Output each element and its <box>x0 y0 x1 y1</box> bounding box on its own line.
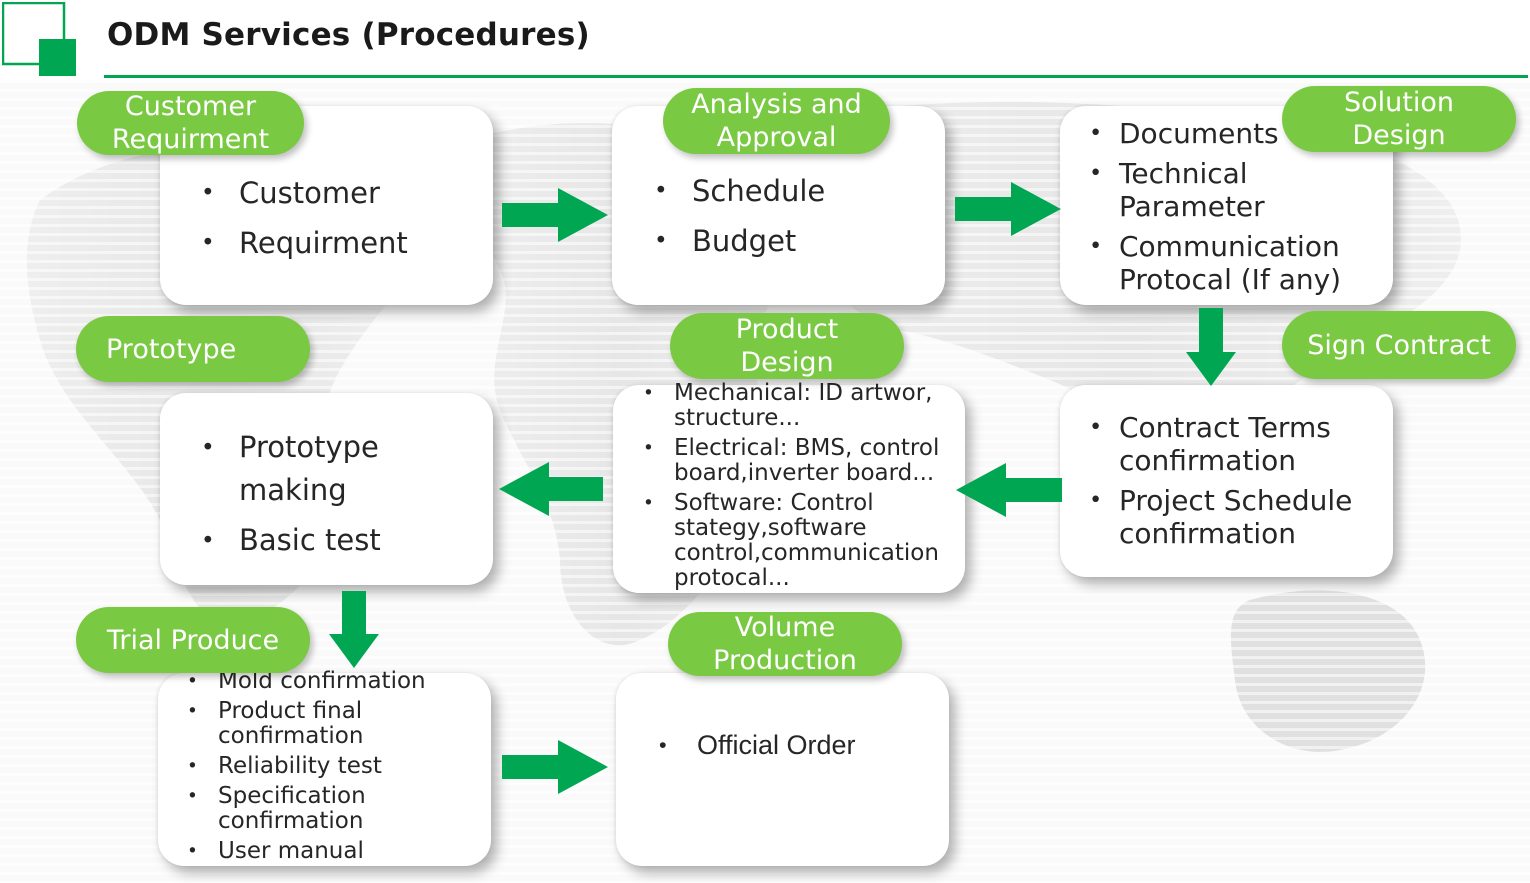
trial-produce-pill: Trial Produce <box>76 607 310 673</box>
list-item: Communication Protocal (If any) <box>1061 230 1391 296</box>
list-item: Documents <box>1061 117 1391 150</box>
list-item: Reliability test <box>184 754 484 780</box>
list-item: User manual <box>184 839 484 865</box>
trial-produce-list: Mold confirmation Product final confirma… <box>184 669 484 865</box>
volume-production-box <box>616 673 949 866</box>
list-item: Prototype making <box>179 426 479 512</box>
list-item: Official Order <box>637 727 937 763</box>
prototype-list: Prototype making Basic test <box>179 426 479 562</box>
volume-production-list: Official Order <box>637 727 937 763</box>
analysis-approval-list: Schedule Budget <box>632 166 932 266</box>
arrow-right-icon <box>502 740 608 794</box>
analysis-approval-pill: Analysis and Approval <box>663 88 890 154</box>
sign-contract-pill: Sign Contract <box>1282 311 1516 379</box>
page-title: ODM Services (Procedures) <box>107 17 590 53</box>
list-item: Project Schedule confirmation <box>1061 484 1391 550</box>
product-design-list: Mechanical: ID artwor, structure... Elec… <box>640 381 960 591</box>
arrow-left-icon <box>956 463 1062 517</box>
solution-design-pill: Solution Design <box>1282 86 1516 152</box>
arrow-right-icon <box>502 188 608 242</box>
list-item: Basic test <box>179 519 479 562</box>
list-item: Budget <box>632 216 932 266</box>
arrow-right-icon <box>955 182 1061 236</box>
list-item: Requirment <box>179 218 479 268</box>
arrow-down-icon <box>329 591 379 668</box>
volume-production-pill: Volume Production <box>668 612 902 676</box>
list-item: Schedule <box>632 166 932 216</box>
customer-requirment-list: Customer Requirment <box>179 168 479 268</box>
prototype-pill: Prototype <box>76 316 310 382</box>
list-item: Contract Terms confirmation <box>1061 411 1391 477</box>
list-item: Mold confirmation <box>184 669 484 695</box>
list-item: Mechanical: ID artwor, structure... <box>640 381 960 431</box>
arrow-down-icon <box>1186 308 1236 386</box>
product-design-pill: Product Design <box>670 313 904 379</box>
list-item: Product final confirmation <box>184 699 484 749</box>
list-item: Electrical: BMS, control board,inverter … <box>640 436 960 486</box>
list-item: Customer <box>179 168 479 218</box>
list-item: Software: Control stategy,software contr… <box>640 491 960 591</box>
customer-requirment-pill: Customer Requirment <box>77 91 304 155</box>
list-item: Technical Parameter <box>1061 157 1391 223</box>
title-divider <box>104 75 1528 78</box>
header-logo-mark <box>2 2 76 76</box>
solution-design-list: Documents Technical Parameter Communicat… <box>1061 117 1391 296</box>
arrow-left-icon <box>499 462 603 516</box>
list-item: Specification confirmation <box>184 784 484 834</box>
sign-contract-list: Contract Terms confirmation Project Sche… <box>1061 411 1391 550</box>
